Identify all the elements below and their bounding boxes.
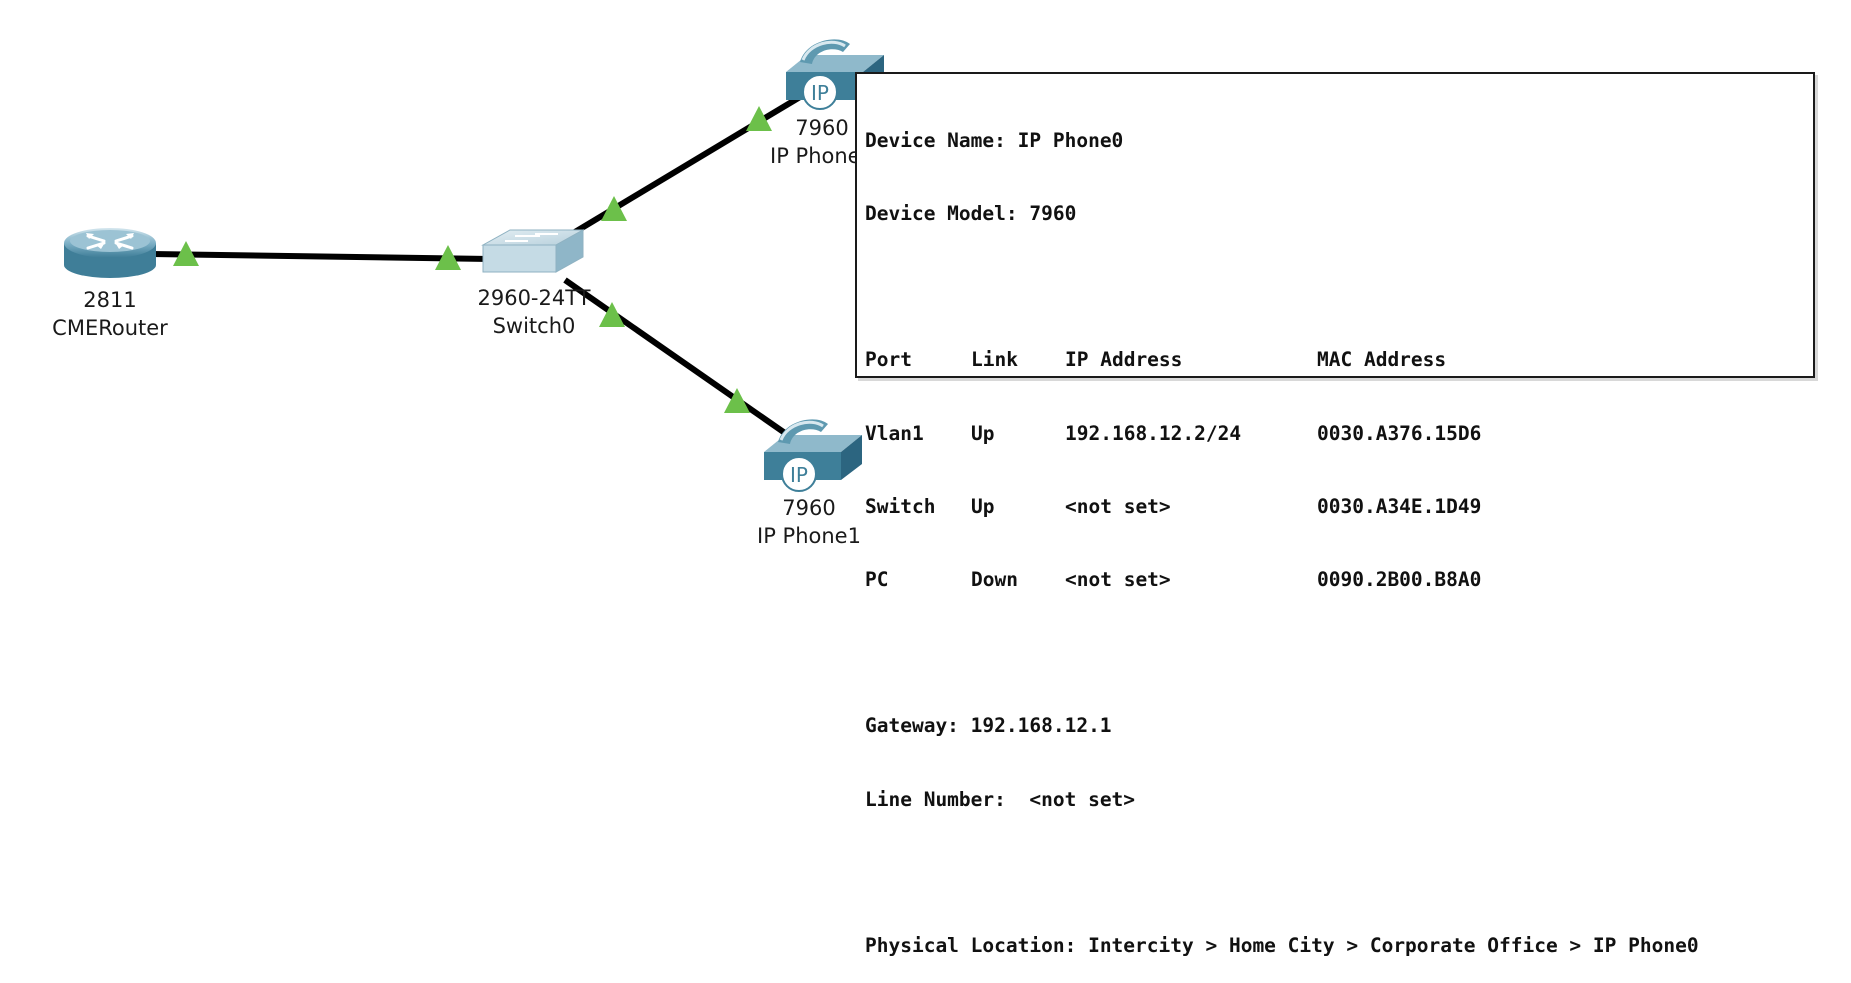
gateway-value: 192.168.12.1 bbox=[970, 714, 1112, 738]
switch-model: 2960-24TT bbox=[477, 286, 591, 310]
phone1-name: IP Phone1 bbox=[757, 524, 861, 548]
port-table-row: PC Down <not set> 0090.2B00.B8A0 bbox=[865, 568, 1482, 592]
topology-canvas[interactable]: IP IP bbox=[0, 0, 1851, 648]
phone1-label[interactable]: 7960 IP Phone1 bbox=[757, 494, 861, 550]
phone0-model: 7960 bbox=[795, 116, 849, 140]
ip-badge-label: IP bbox=[790, 463, 808, 487]
device-name-line: Device Name: IP Phone0 bbox=[865, 128, 1124, 152]
port-table-header: Port Link IP Address MAC Address bbox=[865, 348, 1447, 372]
router-label[interactable]: 2811 CMERouter bbox=[52, 286, 168, 342]
link-up-indicator bbox=[746, 106, 772, 131]
port-table-row: Vlan1 Up 192.168.12.2/24 0030.A376.15D6 bbox=[865, 421, 1482, 445]
link-up-indicator bbox=[724, 388, 750, 413]
switch-name: Switch0 bbox=[492, 314, 576, 338]
device-info-tooltip: Device Name: IP Phone0 Device Model: 796… bbox=[855, 72, 1815, 957]
ip-badge-label: IP bbox=[811, 81, 829, 105]
physical-location-value: Intercity > Home City > Corporate Office… bbox=[1088, 934, 1699, 958]
device-name-value: IP Phone0 bbox=[1017, 128, 1124, 152]
router-name: CMERouter bbox=[52, 316, 168, 340]
device-model-line: Device Model: 7960 bbox=[865, 202, 1077, 226]
link-up-indicator bbox=[601, 196, 627, 221]
port-table-row: Switch Up <not set> 0030.A34E.1D49 bbox=[865, 494, 1482, 518]
link-up-indicator bbox=[173, 241, 199, 266]
device-model-value: 7960 bbox=[1029, 202, 1077, 226]
line-number-line: Line Number: <not set> bbox=[865, 787, 1136, 811]
phone1-model: 7960 bbox=[782, 496, 836, 520]
line-number-value: <not set> bbox=[1029, 787, 1136, 811]
gateway-line: Gateway: 192.168.12.1 bbox=[865, 714, 1112, 738]
switch-label[interactable]: 2960-24TT Switch0 bbox=[477, 284, 590, 340]
physical-location-line: Physical Location: Intercity > Home City… bbox=[865, 934, 1699, 958]
link-up-indicator bbox=[435, 245, 461, 270]
ip-phone1-icon[interactable]: IP bbox=[764, 419, 862, 492]
router-icon[interactable] bbox=[64, 228, 156, 278]
router-model: 2811 bbox=[83, 288, 137, 312]
link-switch-phone1[interactable] bbox=[563, 277, 797, 443]
switch-icon[interactable] bbox=[481, 229, 585, 273]
link-router-switch[interactable] bbox=[151, 251, 491, 262]
link-up-indicator bbox=[599, 302, 625, 327]
